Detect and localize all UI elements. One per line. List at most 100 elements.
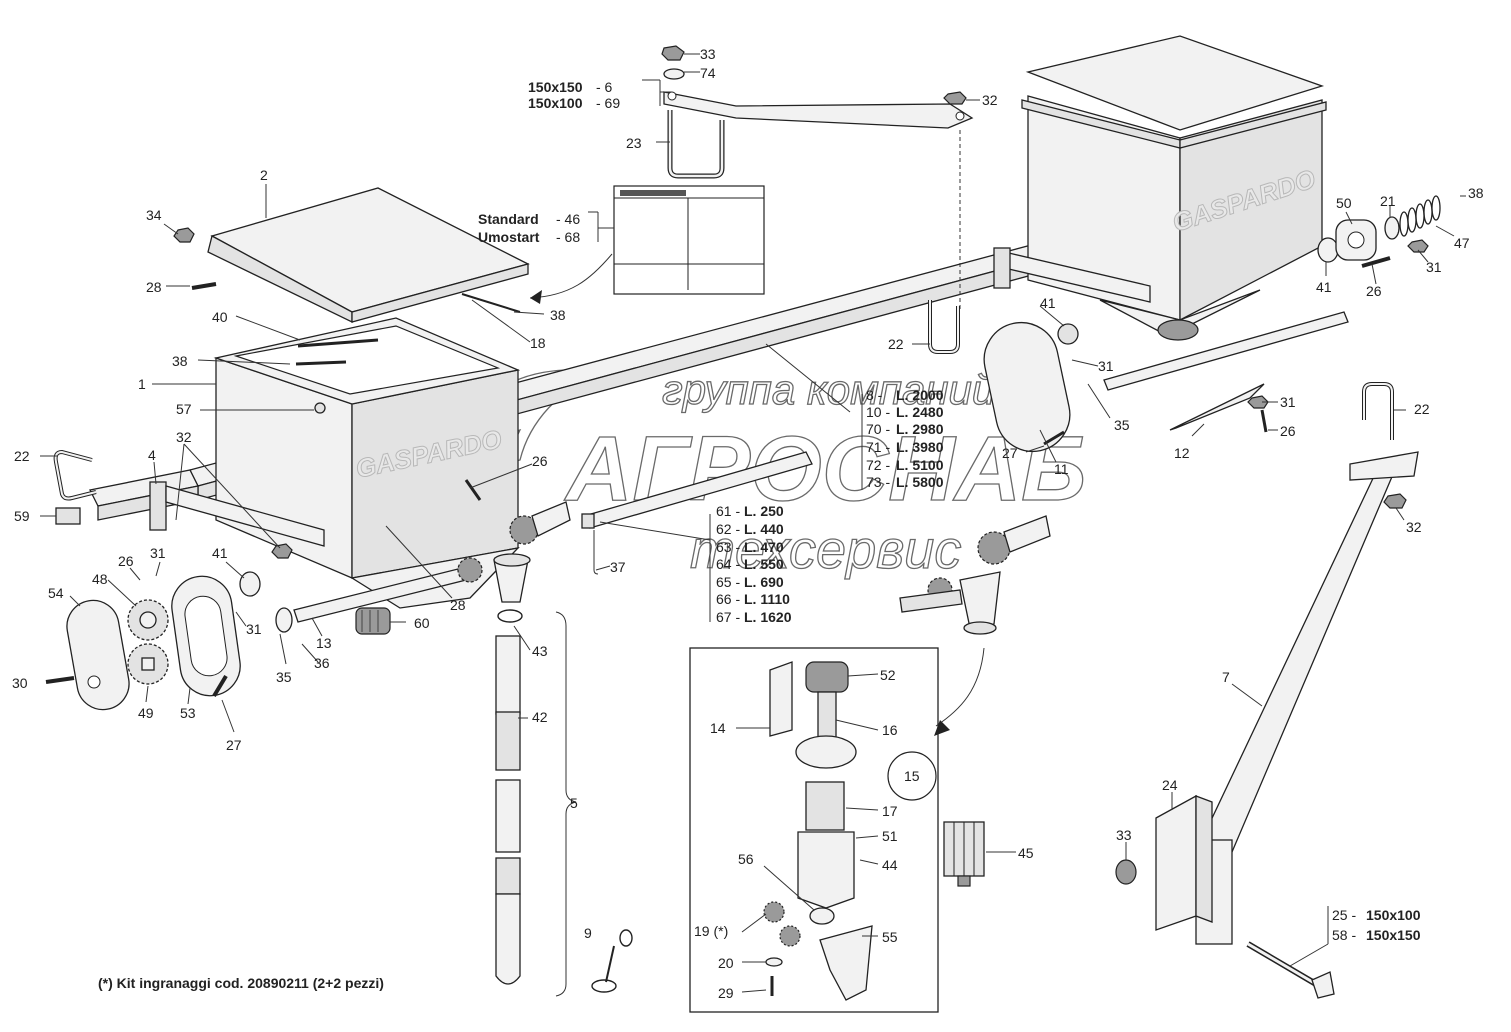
label-35a: 35 (276, 669, 292, 685)
shaft-length-num-0: 61 - (716, 503, 740, 519)
label-24: 24 (1162, 777, 1178, 793)
label-7: 7 (1222, 669, 1230, 685)
label-31d: 31 (1280, 394, 1296, 410)
left-mounting-bracket (53, 449, 325, 547)
label-52: 52 (880, 667, 896, 683)
right-distributor-unit (899, 515, 1051, 635)
label-31a: 31 (150, 545, 166, 561)
variant-150x100-key: 150x100 (528, 95, 583, 111)
label-41a: 41 (212, 545, 228, 561)
label-37: 37 (610, 559, 626, 575)
shaft-length-len-0: L. 250 (744, 503, 784, 519)
label-26d: 26 (1366, 283, 1382, 299)
label-14: 14 (710, 720, 726, 736)
rotor-45 (943, 821, 985, 887)
label-45: 45 (1018, 845, 1034, 861)
bolt-variant-2-num: 58 - (1332, 927, 1356, 943)
shaft-length-len-2: L. 470 (744, 539, 784, 555)
leader-lines (40, 53, 1466, 993)
shaft-length-num-1: 62 - (716, 521, 740, 537)
shaft-length-num-2: 63 - (716, 539, 740, 555)
label-38c: 38 (1468, 185, 1484, 201)
label-20: 20 (718, 955, 734, 971)
label-54: 54 (48, 585, 64, 601)
label-74: 74 (700, 65, 716, 81)
label-22b: 22 (888, 336, 904, 352)
label-22a: 22 (14, 448, 30, 464)
label-1: 1 (138, 376, 146, 392)
tube-length-num-1: 10 - (866, 404, 890, 420)
tube-length-len-0: L. 2000 (896, 387, 944, 403)
label-50: 50 (1336, 195, 1352, 211)
hex-drive-shaft (581, 451, 813, 575)
label-32c: 32 (1406, 519, 1422, 535)
tube-length-len-5: L. 5800 (896, 474, 944, 490)
label-15: 15 (904, 768, 920, 784)
footnote: (*) Kit ingranaggi cod. 20890211 (2+2 pe… (98, 975, 384, 991)
label-51: 51 (882, 828, 898, 844)
top-connecting-bar (661, 45, 974, 310)
shaft-length-num-6: 67 - (716, 609, 740, 625)
label-38a: 38 (172, 353, 188, 369)
tube-length-len-1: L. 2480 (896, 404, 944, 420)
bolt-variant-2-key: 150x150 (1366, 927, 1421, 943)
label-36: 36 (314, 655, 330, 671)
label-17: 17 (882, 803, 898, 819)
label-19: 19 (*) (694, 923, 728, 939)
part-number-labels: 2 34 28 40 38 1 57 32 22 4 59 54 48 26 3… (12, 46, 1484, 1001)
label-32b: 32 (982, 92, 998, 108)
label-11: 11 (1054, 461, 1069, 477)
label-26a: 26 (118, 553, 134, 569)
label-29: 29 (718, 985, 734, 1001)
right-side-shafts (928, 300, 1349, 453)
variant-standard-num: - 46 (556, 211, 580, 227)
label-4: 4 (148, 447, 156, 463)
telescopic-seed-tube (495, 609, 633, 997)
shaft-length-len-4: L. 690 (744, 574, 784, 590)
variant-150x100-num: - 69 (596, 95, 620, 111)
label-48: 48 (92, 571, 108, 587)
left-hopper-lid (207, 187, 530, 324)
left-gear-assembly (45, 565, 475, 711)
tube-length-num-2: 70 - (866, 421, 890, 437)
label-59: 59 (14, 508, 30, 524)
tube-length-list: 8 - L. 2000 10 - L. 2480 70 - L. 2980 71… (866, 387, 944, 490)
plate-variants: Standard - 46 Umostart - 68 (478, 211, 580, 245)
label-22c: 22 (1414, 401, 1430, 417)
label-27a: 27 (226, 737, 242, 753)
label-5: 5 (570, 795, 578, 811)
tube-length-len-4: L. 5100 (896, 457, 944, 473)
label-26c: 26 (1280, 423, 1296, 439)
misc-fasteners (173, 227, 1429, 559)
label-2: 2 (260, 167, 268, 183)
info-plate (529, 185, 765, 304)
label-38b: 38 (550, 307, 566, 323)
bolt-variants: 25 - 150x100 58 - 150x150 (1332, 907, 1421, 943)
bolt-variant-1-key: 150x100 (1366, 907, 1421, 923)
tube-length-num-5: 73 - (866, 474, 890, 490)
tube-length-num-4: 72 - (866, 457, 890, 473)
variant-standard-key: Standard (478, 211, 539, 227)
watermark-line-3: техсервис (690, 520, 961, 580)
label-33b: 33 (1116, 827, 1132, 843)
label-55: 55 (882, 929, 898, 945)
label-42: 42 (532, 709, 548, 725)
bar-variants: 150x150 - 6 150x100 - 69 (528, 79, 620, 111)
label-47: 47 (1454, 235, 1470, 251)
label-31b: 31 (246, 621, 262, 637)
variant-umostart-num: - 68 (556, 229, 580, 245)
tube-length-len-3: L. 3980 (896, 439, 944, 455)
label-16: 16 (882, 722, 898, 738)
label-56: 56 (738, 851, 754, 867)
label-41c: 41 (1316, 279, 1332, 295)
label-13: 13 (316, 635, 332, 651)
shaft-length-len-1: L. 440 (744, 521, 784, 537)
shaft-length-len-6: L. 1620 (744, 609, 792, 625)
label-53: 53 (180, 705, 196, 721)
shaft-length-len-5: L. 1110 (744, 591, 790, 607)
right-support-bracket (1115, 382, 1419, 999)
label-33a: 33 (700, 46, 716, 62)
label-57: 57 (176, 401, 192, 417)
label-26b: 26 (532, 453, 548, 469)
